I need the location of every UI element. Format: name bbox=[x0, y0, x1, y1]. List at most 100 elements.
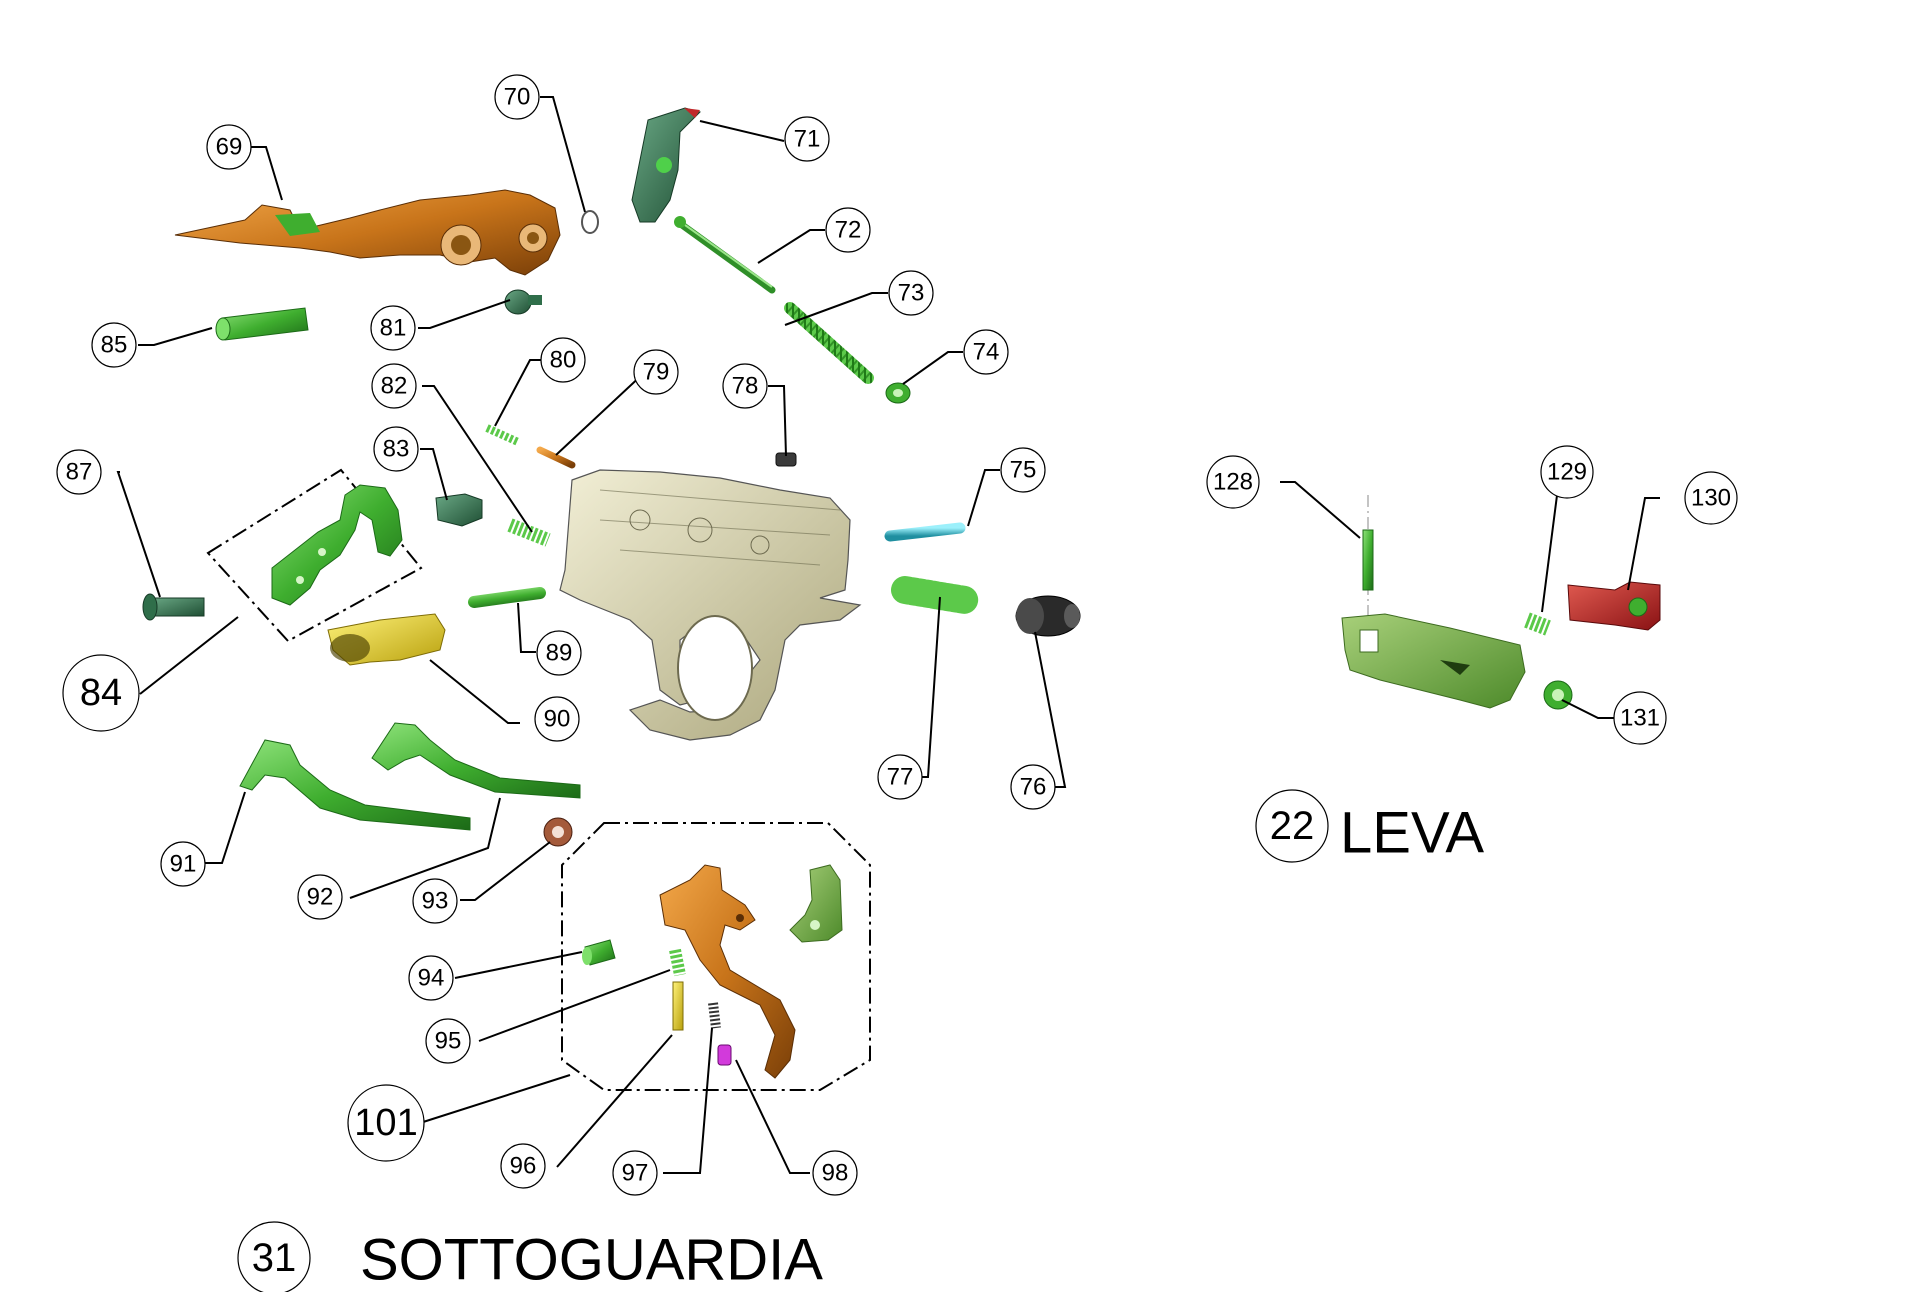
callout-82: 82 bbox=[371, 363, 417, 409]
part-92-lever bbox=[371, 722, 581, 799]
part-83-block bbox=[435, 493, 483, 527]
section-leva-number: 22 bbox=[1270, 804, 1315, 848]
part-87-pin bbox=[142, 593, 205, 621]
callout-70: 70 bbox=[494, 74, 540, 120]
part-70-clip bbox=[581, 210, 599, 234]
part-82-spring bbox=[507, 518, 551, 547]
part-84-sear-group bbox=[206, 468, 423, 643]
callout-74: 74 bbox=[963, 329, 1009, 375]
svg-text:92: 92 bbox=[307, 884, 334, 911]
part-101-trigger-group bbox=[561, 822, 871, 1091]
svg-text:93: 93 bbox=[422, 888, 449, 915]
callout-78: 78 bbox=[722, 363, 768, 409]
part-81-pin bbox=[504, 289, 542, 315]
callout-85: 85 bbox=[91, 322, 137, 368]
callout-79: 79 bbox=[633, 349, 679, 395]
section-sottoguardia-number: 31 bbox=[252, 1236, 297, 1280]
callout-128: 128 bbox=[1206, 455, 1260, 509]
svg-text:91: 91 bbox=[170, 851, 197, 878]
part-76-bumper bbox=[1015, 595, 1081, 637]
part-129-spring bbox=[1524, 612, 1551, 636]
callout-92: 92 bbox=[297, 874, 343, 920]
callout-96: 96 bbox=[500, 1143, 546, 1189]
section-sottoguardia-title: 31 SOTTOGUARDIA bbox=[237, 1221, 823, 1292]
callout-73: 73 bbox=[888, 270, 934, 316]
part-71-cam bbox=[631, 107, 701, 223]
callout-90: 90 bbox=[534, 696, 580, 742]
callout-71: 71 bbox=[784, 116, 830, 162]
callout-77: 77 bbox=[877, 754, 923, 800]
callout-81: 81 bbox=[370, 305, 416, 351]
svg-text:128: 128 bbox=[1213, 469, 1253, 496]
svg-text:70: 70 bbox=[504, 84, 531, 111]
callout-75: 75 bbox=[1000, 447, 1046, 493]
callout-72: 72 bbox=[825, 207, 871, 253]
callout-98: 98 bbox=[812, 1150, 858, 1196]
part-73-spring bbox=[784, 302, 874, 384]
callout-95: 95 bbox=[425, 1018, 471, 1064]
part-85-sleeve bbox=[215, 307, 309, 341]
part-75-pin bbox=[884, 522, 966, 542]
callout-101: 101 bbox=[347, 1084, 425, 1162]
svg-text:94: 94 bbox=[418, 965, 445, 992]
part-130-red-block bbox=[1567, 581, 1661, 631]
part-leva-lever-body bbox=[1341, 613, 1526, 709]
svg-text:85: 85 bbox=[101, 332, 128, 359]
svg-text:101: 101 bbox=[354, 1102, 417, 1144]
part-trigger-guard-body bbox=[559, 469, 862, 741]
svg-text:131: 131 bbox=[1620, 705, 1660, 732]
part-77-spring bbox=[891, 576, 979, 614]
callout-87: 87 bbox=[56, 449, 102, 495]
svg-text:74: 74 bbox=[973, 339, 1000, 366]
svg-text:98: 98 bbox=[822, 1160, 849, 1187]
svg-text:69: 69 bbox=[216, 134, 243, 161]
callout-91: 91 bbox=[160, 841, 206, 887]
svg-text:95: 95 bbox=[435, 1028, 462, 1055]
svg-text:73: 73 bbox=[898, 280, 925, 307]
part-93-ring bbox=[543, 817, 573, 847]
callout-94: 94 bbox=[408, 955, 454, 1001]
callout-97: 97 bbox=[612, 1150, 658, 1196]
section-leva-label: LEVA bbox=[1340, 801, 1484, 866]
callout-89: 89 bbox=[536, 630, 582, 676]
callout-80: 80 bbox=[540, 337, 586, 383]
part-91-lever bbox=[239, 739, 471, 831]
part-128-pin bbox=[1362, 495, 1374, 622]
svg-text:79: 79 bbox=[643, 359, 670, 386]
callout-131: 131 bbox=[1613, 691, 1667, 745]
callout-84: 84 bbox=[62, 654, 140, 732]
callout-83: 83 bbox=[373, 426, 419, 472]
svg-text:130: 130 bbox=[1691, 485, 1731, 512]
svg-text:97: 97 bbox=[622, 1160, 649, 1187]
svg-text:129: 129 bbox=[1547, 459, 1587, 486]
svg-text:89: 89 bbox=[546, 640, 573, 667]
svg-text:77: 77 bbox=[887, 764, 914, 791]
part-90-yellow-block bbox=[327, 613, 446, 666]
svg-text:78: 78 bbox=[732, 373, 759, 400]
callout-130: 130 bbox=[1684, 471, 1738, 525]
part-74-ring bbox=[885, 382, 911, 404]
section-leva-title: 22 LEVA bbox=[1255, 789, 1484, 866]
part-131-ring bbox=[1543, 680, 1573, 710]
part-80-spring bbox=[485, 424, 520, 446]
part-72-rod bbox=[674, 216, 776, 294]
part-79-pin bbox=[536, 446, 576, 469]
svg-text:72: 72 bbox=[835, 217, 862, 244]
callout-129: 129 bbox=[1540, 445, 1594, 499]
svg-text:71: 71 bbox=[794, 126, 821, 153]
svg-text:80: 80 bbox=[550, 347, 577, 374]
svg-text:83: 83 bbox=[383, 436, 410, 463]
part-69-hammer-lever bbox=[174, 189, 561, 276]
callout-93: 93 bbox=[412, 878, 458, 924]
svg-text:75: 75 bbox=[1010, 457, 1037, 484]
part-89-pin bbox=[468, 587, 546, 608]
callout-76: 76 bbox=[1010, 764, 1056, 810]
svg-text:82: 82 bbox=[381, 373, 408, 400]
svg-text:96: 96 bbox=[510, 1153, 537, 1180]
svg-text:81: 81 bbox=[380, 315, 407, 342]
svg-text:84: 84 bbox=[80, 672, 122, 714]
svg-text:76: 76 bbox=[1020, 774, 1047, 801]
svg-text:87: 87 bbox=[66, 459, 93, 486]
callout-69: 69 bbox=[206, 124, 252, 170]
